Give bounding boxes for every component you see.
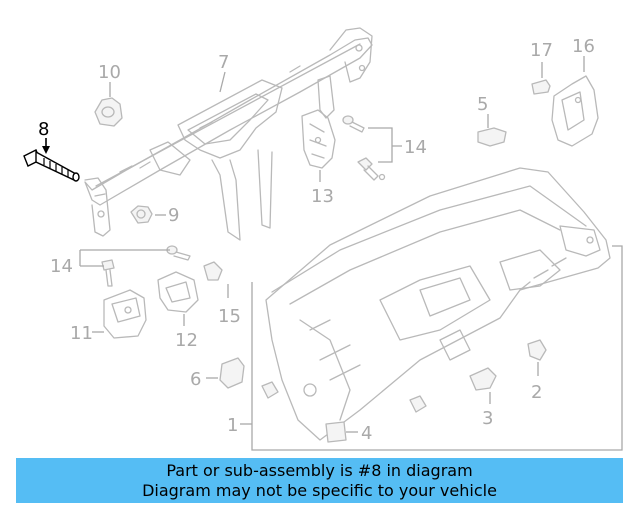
banner-line-1: Part or sub-assembly is #8 in diagram	[166, 460, 473, 480]
part-8-bolt	[23, 149, 80, 182]
part-9-nut	[130, 205, 153, 224]
part-5-clip	[477, 127, 507, 147]
banner-line-2: Diagram may not be specific to your vehi…	[142, 480, 497, 500]
part-17-clip	[531, 79, 551, 95]
info-banner: Part or sub-assembly is #8 in diagram Di…	[16, 458, 623, 503]
part-14-screw-upper	[342, 115, 386, 181]
leader-14-lower	[79, 249, 170, 267]
part-16-end-cover	[551, 75, 599, 147]
callout-6: 6	[190, 369, 201, 390]
panel-clip-center	[409, 395, 427, 413]
leader-7	[219, 71, 226, 93]
callout-11: 11	[70, 323, 93, 344]
part-2-clip	[527, 339, 547, 361]
callout-15: 15	[218, 306, 241, 327]
callout-12: 12	[175, 330, 198, 351]
leader-14-upper	[368, 127, 402, 163]
panel-outline-box	[251, 245, 623, 451]
callout-14-upper: 14	[404, 137, 427, 158]
part-12-bracket	[157, 271, 199, 313]
callout-2: 2	[531, 382, 542, 403]
callout-1: 1	[227, 415, 238, 436]
callout-3: 3	[482, 408, 493, 429]
callout-17: 17	[530, 40, 553, 61]
part-13-bracket	[301, 109, 336, 169]
arrow-8-icon	[42, 146, 50, 154]
callout-4: 4	[361, 423, 372, 444]
part-10-grommet	[94, 97, 123, 127]
part-3-clip	[469, 367, 497, 391]
panel-clip-left	[261, 381, 279, 399]
callout-14-lower: 14	[50, 256, 73, 277]
callout-16: 16	[572, 36, 595, 57]
cross-member-frame	[84, 27, 373, 241]
callout-7: 7	[218, 52, 229, 73]
callout-5: 5	[477, 94, 488, 115]
part-15-clip	[203, 261, 223, 281]
part-1-instrument-panel	[265, 167, 611, 441]
parts-diagram: 7 10 8 9 13 14 17	[23, 27, 623, 451]
callout-9: 9	[168, 205, 179, 226]
callout-13: 13	[311, 186, 334, 207]
callout-8: 8	[38, 119, 49, 140]
callout-10: 10	[98, 62, 121, 83]
part-6-clip	[219, 357, 245, 389]
part-11-bracket	[103, 289, 147, 339]
part-4-clip	[325, 421, 347, 443]
part-14-screw-lower	[101, 245, 191, 287]
